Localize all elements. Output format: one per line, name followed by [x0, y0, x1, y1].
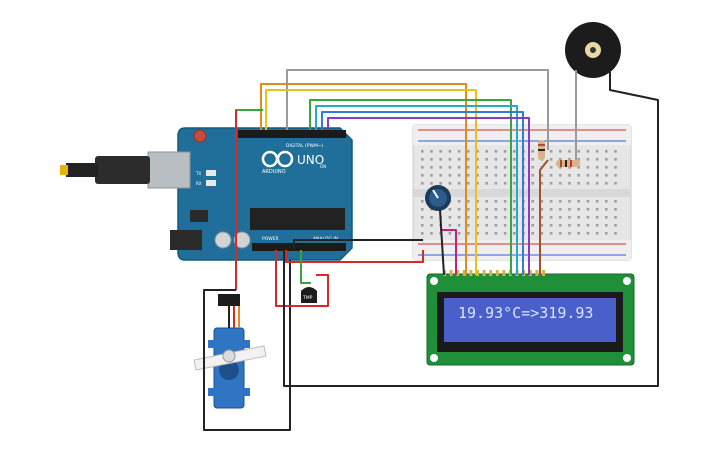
uno-label: UNO — [297, 153, 324, 167]
wire — [203, 260, 291, 431]
wire — [286, 69, 549, 150]
lcd-module[interactable]: 19.93°C=>319.93 — [426, 270, 635, 366]
wire — [283, 70, 659, 387]
lcd-display-text: 19.93°C=>319.93 — [458, 304, 593, 322]
usb-cable — [60, 156, 150, 184]
power-label: POWER — [262, 236, 279, 242]
regulator — [190, 210, 208, 222]
rx-led — [206, 180, 216, 186]
on-label: ON — [320, 164, 326, 169]
wire — [275, 250, 329, 307]
reset-button[interactable] — [193, 129, 207, 143]
arduino-logo — [261, 150, 294, 168]
arduino-label: ARDUINO — [262, 169, 286, 175]
potentiometer[interactable] — [425, 185, 451, 211]
wire — [440, 229, 457, 275]
tx-led — [206, 170, 216, 176]
resistor — [556, 160, 580, 167]
analog-header — [252, 243, 346, 251]
rx-label: RX — [196, 181, 202, 186]
sensor-label: TMP — [302, 295, 313, 301]
servo-motor[interactable] — [193, 294, 267, 409]
arduino-uno-board[interactable]: UNO ARDUINO DIGITAL (PWM~) POWER ANALOG … — [147, 127, 353, 261]
capacitor — [233, 231, 251, 249]
piezo-buzzer[interactable] — [565, 22, 621, 78]
wire — [260, 83, 467, 275]
wires — [203, 69, 659, 431]
wire — [309, 99, 512, 275]
temperature-sensor[interactable]: TMP — [301, 287, 317, 303]
wire — [439, 209, 445, 276]
wire — [293, 239, 423, 250]
wire — [539, 159, 549, 275]
lcd-screen — [444, 298, 616, 342]
atmega-chip — [250, 208, 345, 230]
wire — [321, 111, 524, 275]
wire — [285, 250, 424, 263]
digital-header — [238, 130, 346, 138]
wire — [300, 250, 311, 284]
tx-label: TX — [195, 171, 201, 176]
breadboard-holes — [421, 150, 617, 235]
capacitor — [214, 231, 232, 249]
resistor — [538, 140, 545, 160]
wire — [327, 117, 530, 275]
digital-label: DIGITAL (PWM~) — [286, 143, 324, 149]
wire — [265, 89, 477, 275]
wire — [315, 105, 518, 275]
wire — [235, 109, 263, 130]
power-jack — [170, 230, 202, 250]
usb-port — [147, 151, 191, 189]
